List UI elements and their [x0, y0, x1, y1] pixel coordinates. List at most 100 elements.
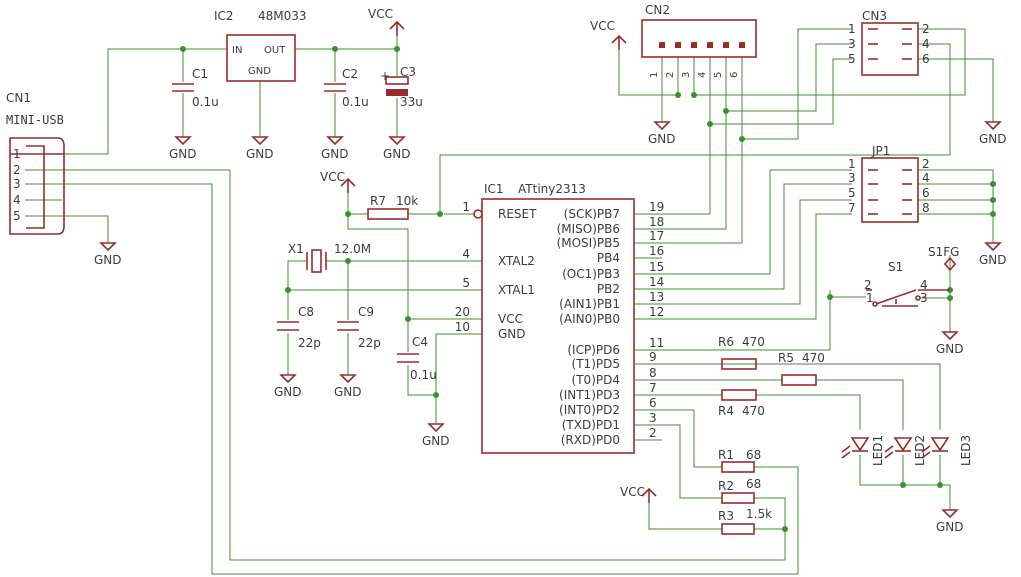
svg-text:CN2: CN2	[645, 3, 670, 17]
ic1-pin-num-4: 4	[462, 247, 470, 261]
gnd-label: GND	[936, 342, 964, 356]
svg-text:1: 1	[848, 157, 856, 171]
svg-text:48M033: 48M033	[258, 9, 307, 23]
cn1-pin5: 5	[13, 209, 21, 223]
gnd-label: GND	[321, 147, 349, 161]
r2-resistor: R2 68	[718, 477, 761, 504]
cn1-value: MINI-USB	[6, 113, 64, 127]
gnd-symbol: GND	[979, 242, 1007, 267]
svg-text:JP1: JP1	[871, 144, 890, 158]
r5-resistor: R5 470	[778, 351, 825, 386]
svg-text:GND: GND	[248, 66, 271, 77]
svg-text:7: 7	[848, 201, 856, 215]
svg-text:10k: 10k	[396, 194, 418, 208]
svg-text:X1: X1	[288, 242, 304, 256]
ic1-pin-name-8: (T0)PD4	[572, 373, 620, 387]
svg-text:ATtiny2313: ATtiny2313	[518, 182, 586, 196]
svg-text:1: 1	[649, 72, 660, 78]
ic2-regulator: IC2 48M033 IN OUT GND	[214, 9, 307, 82]
svg-text:22p: 22p	[298, 336, 321, 350]
svg-text:4: 4	[697, 72, 708, 78]
ic1-pin-name-1: RESET	[498, 207, 537, 221]
vcc-symbol: VCC	[620, 485, 657, 503]
ic1-pin-name-14: PB2	[597, 282, 620, 296]
ic1-pin-num-7: 7	[649, 381, 657, 395]
svg-text:2: 2	[922, 22, 930, 36]
ic1-pin-num-10: 10	[455, 320, 470, 334]
gnd-label: GND	[979, 253, 1007, 267]
svg-text:IC1: IC1	[484, 182, 504, 196]
svg-text:4: 4	[922, 171, 930, 185]
c9-capacitor: C9 22p	[337, 305, 381, 350]
svg-text:1: 1	[848, 22, 856, 36]
r3-resistor: R3 1.5k	[718, 507, 772, 535]
gnd-symbol: GND	[422, 423, 450, 448]
cn1-pin2: 2	[13, 163, 21, 177]
gnd-label: GND	[334, 385, 362, 399]
ic1-pin-num-15: 15	[649, 260, 664, 274]
svg-text:R1: R1	[718, 448, 734, 462]
svg-text:LED3: LED3	[959, 435, 973, 466]
svg-text:R7: R7	[370, 194, 386, 208]
gnd-symbol: GND	[321, 136, 349, 161]
c8-capacitor: C8 22p	[277, 305, 321, 350]
gnd-label: GND	[383, 147, 411, 161]
x1-crystal: X1 12.0M	[288, 242, 371, 273]
ic1-microcontroller: IC1 ATtiny2313 RESET1XTAL24XTAL15VCC20GN…	[455, 182, 664, 454]
vcc-label: VCC	[620, 485, 645, 499]
svg-text:8: 8	[922, 201, 930, 215]
ic1-pin-name-6: (INT0)PD2	[559, 403, 620, 417]
ic1-pin-name-4: XTAL2	[498, 254, 535, 268]
gnd-label: GND	[246, 147, 274, 161]
svg-text:5: 5	[848, 52, 856, 66]
vcc-symbol: VCC	[368, 7, 405, 36]
ic1-pin-name-9: (T1)PD5	[572, 357, 620, 371]
r6-resistor: R6 470	[718, 335, 765, 370]
ic1-pin-name-13: (AIN1)PB1	[559, 297, 620, 311]
led2: LED2	[884, 435, 927, 466]
svg-text:1: 1	[866, 291, 874, 305]
cn3-connector: CN3 1 2 3 4 5 6	[848, 9, 930, 76]
ic1-pin-name-15: (OC1)PB3	[562, 267, 620, 281]
svg-text:R5: R5	[778, 351, 794, 365]
svg-text:470: 470	[742, 335, 765, 349]
ic1-pin-num-16: 16	[649, 244, 664, 258]
svg-text:6: 6	[922, 186, 930, 200]
ic1-pin-num-13: 13	[649, 290, 664, 304]
vcc-label: VCC	[368, 7, 393, 21]
svg-text:C9: C9	[358, 305, 374, 319]
c4-capacitor: C4 0.1u	[397, 335, 437, 382]
vcc-symbol: VCC	[590, 19, 627, 50]
gnd-label: GND	[979, 132, 1007, 146]
ic1-pin-num-11: 11	[649, 336, 664, 350]
svg-text:3: 3	[681, 72, 692, 78]
c1-capacitor: C1 0.1u	[172, 67, 219, 109]
ic1-pin-name-7: (INT1)PD3	[559, 388, 620, 402]
svg-text:2: 2	[665, 72, 676, 78]
svg-text:33u: 33u	[400, 95, 423, 109]
ic1-pin-num-20: 20	[455, 305, 470, 319]
cn1-pin3: 3	[13, 177, 21, 191]
svg-text:R2: R2	[718, 479, 734, 493]
svg-text:1.5k: 1.5k	[746, 507, 772, 521]
ic1-pin-num-14: 14	[649, 275, 664, 289]
gnd-symbol: GND	[936, 331, 964, 356]
ic1-pin-name-11: (ICP)PD6	[567, 343, 620, 357]
svg-text:C8: C8	[298, 305, 314, 319]
gnd-label: GND	[94, 253, 122, 267]
gnd-label: GND	[648, 132, 676, 146]
svg-text:LED2: LED2	[913, 435, 927, 466]
svg-text:IC2: IC2	[214, 9, 234, 23]
c2-capacitor: C2 0.1u	[324, 67, 369, 109]
gnd-label: GND	[936, 520, 964, 534]
ic1-pin-num-8: 8	[649, 366, 657, 380]
svg-text:C4: C4	[412, 335, 428, 349]
c3-electrolytic-capacitor: + C3 33u	[380, 65, 423, 109]
svg-text:4: 4	[922, 37, 930, 51]
ic1-pin-num-19: 19	[649, 200, 664, 214]
ic1-pin-name-5: XTAL1	[498, 283, 535, 297]
gnd-symbol: GND	[648, 121, 676, 146]
vcc-label: VCC	[320, 170, 345, 184]
